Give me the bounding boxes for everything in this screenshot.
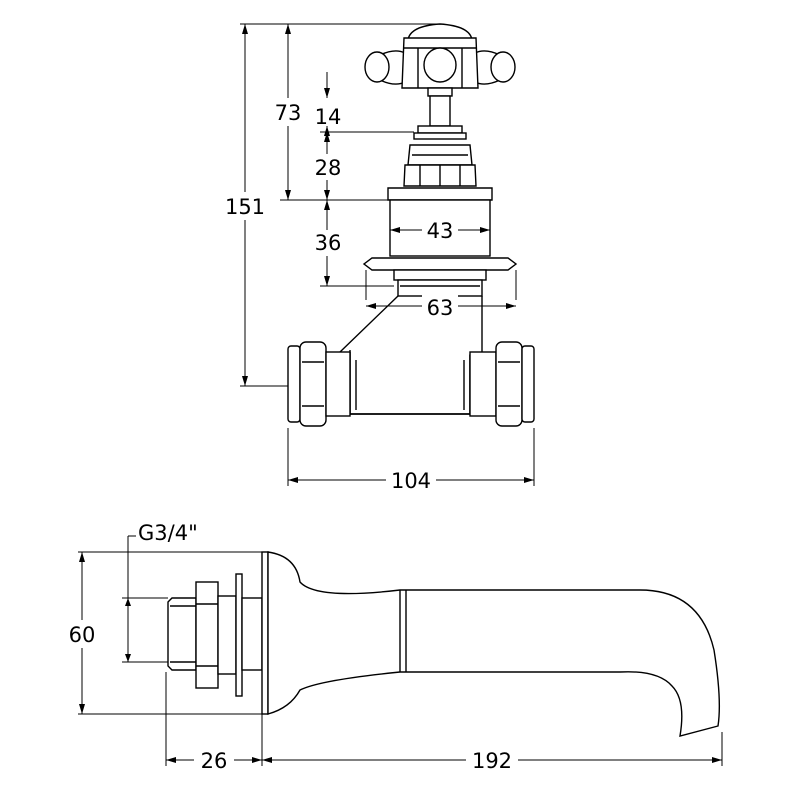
wall-plate — [261, 551, 269, 715]
dim-73: 73 — [272, 24, 304, 200]
spout-body — [267, 551, 721, 737]
dim-63-label: 63 — [427, 296, 454, 320]
dim-43: 43 — [390, 218, 490, 243]
dim-14: 14 — [315, 72, 342, 136]
dim-36-label: 36 — [315, 231, 342, 255]
dim-60-label: 60 — [69, 623, 96, 647]
dim-151: 151 — [225, 24, 269, 386]
right-compression-nut — [469, 341, 535, 427]
tee-body — [339, 295, 483, 415]
dim-26: 26 — [166, 748, 262, 773]
dim-thread: G3/4" — [125, 521, 198, 662]
cross-handle — [364, 23, 516, 97]
hex-nut — [403, 144, 477, 187]
dim-28: 28 — [312, 132, 344, 200]
valve-drawing: 151 73 14 28 — [225, 23, 535, 493]
spout-extension-lines — [78, 551, 723, 766]
spindle — [413, 95, 467, 140]
dim-43-label: 43 — [427, 219, 454, 243]
left-compression-nut — [287, 341, 351, 427]
dim-104-label: 104 — [391, 469, 431, 493]
dim-thread-label: G3/4" — [138, 521, 198, 545]
dim-192-label: 192 — [472, 749, 512, 773]
dim-36: 36 — [312, 200, 344, 286]
dim-73-label: 73 — [275, 101, 302, 125]
dim-28-label: 28 — [315, 156, 342, 180]
dim-26-label: 26 — [201, 749, 228, 773]
threaded-connector — [167, 573, 263, 697]
dim-192: 192 — [262, 748, 722, 773]
spout-drawing: G3/4" 60 26 192 — [62, 521, 723, 773]
dim-63: 63 — [366, 294, 516, 320]
dim-104: 104 — [288, 468, 534, 493]
dim-60: 60 — [62, 552, 102, 714]
dim-151-label: 151 — [225, 195, 265, 219]
dim-14-label: 14 — [315, 105, 342, 129]
